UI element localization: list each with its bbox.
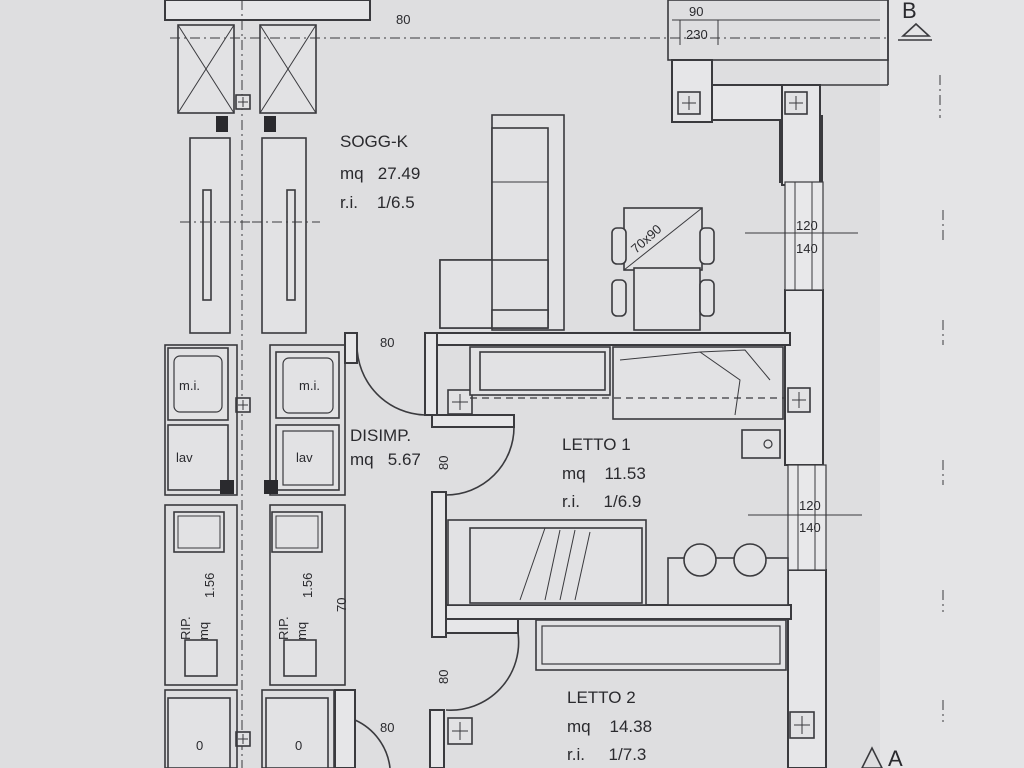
fixture-lav-left: lav (176, 450, 193, 465)
rip-right-mq: mq (294, 622, 309, 640)
margin-marks (939, 75, 944, 722)
door-swings (354, 344, 520, 768)
dim-door-80-d: 80 (380, 720, 394, 735)
bed-letto1-lower-icon (447, 519, 789, 606)
dim-window2-height: 140 (799, 520, 821, 535)
dim-door-80-b: 80 (436, 456, 451, 470)
room-name-sogg-k: SOGG-K (340, 132, 409, 151)
room-area-disimp: mq 5.67 (350, 450, 421, 469)
room-name-letto1: LETTO 1 (562, 435, 631, 454)
dim-door-80-a: 80 (380, 335, 394, 350)
fixture-mi-left: m.i. (179, 378, 200, 393)
rip-right-value: 1.56 (300, 573, 315, 598)
section-mark-a: A (888, 746, 903, 768)
dim-top-80: 80 (396, 12, 410, 27)
fixture-mi-right: m.i. (299, 378, 320, 393)
dining-table-icon (611, 207, 715, 331)
dim-window1-width: 120 (796, 218, 818, 233)
fixture-zero-right: 0 (295, 738, 302, 753)
dim-window2-width: 120 (799, 498, 821, 513)
exterior-walls (671, 59, 827, 768)
rip-left-mq: mq (196, 622, 211, 640)
rip-right-name: RIP. (276, 616, 291, 640)
bed-letto1-icon (469, 346, 785, 459)
room-area-sogg-k: mq 27.49 (340, 164, 420, 183)
sofa-icon (439, 114, 565, 331)
service-rooms (164, 344, 346, 768)
room-name-disimp: DISIMP. (350, 426, 411, 445)
wardrobe-letto2-icon (535, 619, 787, 671)
section-arrow-a (861, 746, 883, 768)
dim-top-90: 90 (689, 4, 703, 19)
dim-door-80-c: 80 (436, 670, 451, 684)
left-shafts (164, 0, 371, 768)
fixture-zero-left: 0 (196, 738, 203, 753)
room-name-letto2: LETTO 2 (567, 688, 636, 707)
section-mark-b: B (902, 0, 917, 23)
rip-left-name: RIP. (178, 616, 193, 640)
rip-left-value: 1.56 (202, 573, 217, 598)
room-ratio-letto2: r.i. 1/7.3 (567, 745, 646, 764)
room-area-letto1: mq 11.53 (562, 464, 646, 483)
room-ratio-sogg-k: r.i. 1/6.5 (340, 193, 415, 212)
section-arrow-b (900, 22, 932, 37)
vent-symbols (447, 91, 815, 745)
paper-margin (880, 0, 1024, 768)
room-ratio-letto1: r.i. 1/6.9 (562, 492, 641, 511)
fixture-lav-right: lav (296, 450, 313, 465)
dim-top-230: 230 (686, 27, 708, 42)
dim-window1-height: 140 (796, 241, 818, 256)
dim-rip-70: 70 (334, 598, 349, 612)
room-area-letto2: mq 14.38 (567, 717, 652, 736)
